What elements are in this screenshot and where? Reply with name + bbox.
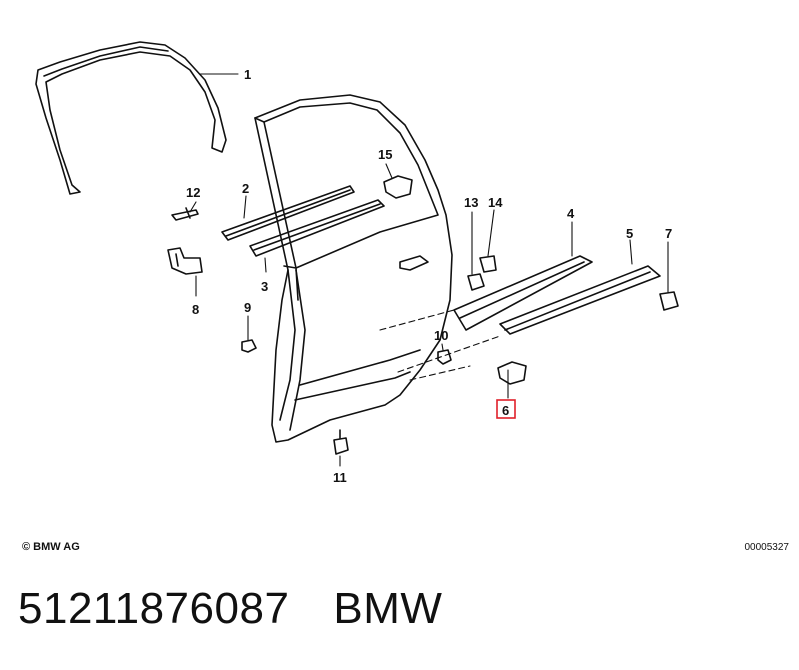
fastener-part-14 [479,255,497,273]
callout-1: 1 [244,67,251,82]
assembly-lines [379,309,501,381]
nut-part-9 [241,339,257,353]
clip-part-12 [171,207,199,221]
belt-strip-part-2 [221,185,355,241]
callout-5: 5 [626,226,633,241]
callout-9: 9 [244,300,251,315]
drawing-number: 00005327 [744,542,790,553]
fastener-part-13 [467,273,485,291]
clip-part-6 [497,361,527,385]
clip-part-15 [383,175,413,199]
callout-15: 15 [378,147,392,162]
callout-8: 8 [192,302,199,317]
trim-strip-part-5 [499,265,661,335]
callout-14: 14 [488,195,503,210]
belt-strip-part-3 [249,199,385,257]
callout-11: 11 [333,470,347,485]
callout-3: 3 [261,279,268,294]
leader-lines [189,73,669,467]
copyright-notice: © BMW AG [22,541,80,553]
callout-10: 10 [434,328,448,343]
caption-line: 51211876087 BMW [18,584,442,634]
bracket-part-8 [167,247,203,275]
grommet-part-11 [333,429,349,455]
brand-name: BMW [333,584,443,633]
callout-4: 4 [567,206,575,221]
window-seal-part [35,41,227,195]
rear-door-shell [254,94,453,443]
callout-2: 2 [242,181,249,196]
end-cap-part-7 [659,291,679,311]
callout-12: 12 [186,185,200,200]
sill-strip-part-4 [453,255,593,331]
highlight-box-6 [496,399,516,419]
callout-13: 13 [464,195,478,210]
callout-6: 6 [502,403,509,418]
door-parts-diagram: 1 2 3 4 5 6 7 8 9 10 11 12 13 14 15 [35,41,679,485]
callout-7: 7 [665,226,672,241]
part-number: 51211876087 [18,584,290,633]
nut-part-10 [437,349,452,365]
